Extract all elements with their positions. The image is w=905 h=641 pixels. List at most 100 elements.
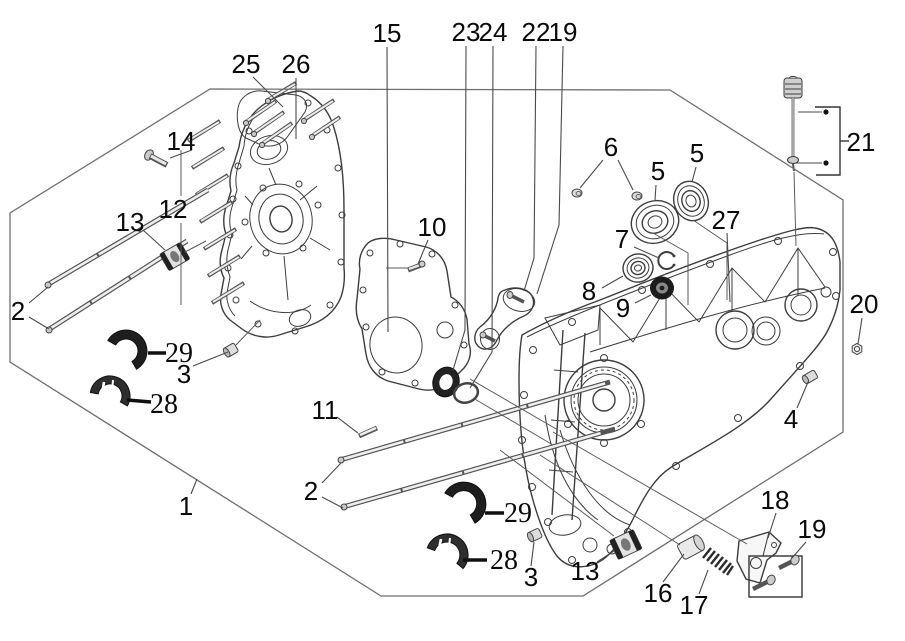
callout-label-6-30: 6 [604,132,618,162]
screw-19-upper [506,291,525,304]
callout-label-14-7: 14 [167,126,196,156]
bracket-22 [474,287,536,350]
dipstick-21 [783,75,803,172]
callout-label-19-6: 19 [549,17,578,47]
dowel-6-right [631,191,643,201]
oil-seal-23 [432,366,460,398]
context-line [184,240,207,253]
context-line [499,449,615,537]
callout-label-2-16: 2 [304,476,318,506]
bushing-13-left [159,242,190,271]
leader-line-13 [142,229,166,251]
right-case-bolt-holes [518,237,840,564]
leader-line-2 [28,286,49,304]
callout-label-13-9: 13 [116,207,145,237]
leader-line-13 [596,550,615,563]
leader-line-2 [321,496,344,509]
callout-label-21-28: 21 [847,127,876,157]
bearing-5-left [630,199,680,245]
leader-line-19 [791,541,807,559]
right-crankcase-half [518,226,841,568]
leader-line-1 [190,478,198,495]
leader-line-8 [601,275,624,289]
leader-line-7 [633,246,660,259]
context-line [552,431,748,545]
leader-line-25 [252,76,284,108]
leader-line-19 [536,45,564,295]
callout-label-11-15: 11 [312,395,339,425]
callout-label-7-33: 7 [615,224,629,254]
leader-line-27 [726,232,731,303]
leader-line-22 [523,45,537,292]
context-line [652,232,689,305]
stud-11 [357,425,379,439]
plug-4 [801,369,818,385]
dowel-6-left [571,188,583,198]
callout-label-25-0: 25 [232,49,261,79]
callout-label-29-11: 29 [165,338,193,369]
callout-label-1-17: 1 [179,491,193,521]
callout-label-2-10: 2 [11,296,25,326]
leader-line-6 [617,159,634,191]
leader-line-17 [698,569,709,595]
callout-label-19-25: 19 [798,514,827,544]
callout-label-26-1: 26 [282,49,311,79]
left-case-bolt-holes [224,99,346,335]
bolt-19-b [751,574,776,592]
bushing-13-bottom [609,529,643,560]
leader-line-6 [579,159,604,189]
spring-17 [702,547,734,576]
callout-label-17-23: 17 [680,590,709,620]
callout-label-5-32: 5 [690,138,704,168]
callout-label-28-12: 28 [150,389,178,420]
leader-line-15 [386,46,389,333]
snap-ring-7 [657,251,676,270]
context-line [235,319,261,346]
bearing-shell-29-bottom [444,481,487,524]
leader-line-5 [691,166,697,183]
callout-label-4-27: 4 [784,404,798,434]
nut-20 [851,342,863,356]
callout-label-23-3: 23 [452,17,481,47]
stud-set-12 [186,119,246,305]
bearing-8 [622,253,654,283]
leader-line-14 [169,149,193,159]
callout-label-18-24: 18 [761,485,790,515]
leader-line-9 [634,294,652,304]
callout-label-9-35: 9 [616,293,630,323]
oil-seal-9 [650,276,674,300]
crank-bore [563,354,645,447]
engine-mount-arm [544,304,601,536]
callout-label-5-31: 5 [651,156,665,186]
context-line [472,397,554,446]
callout-label-10-14: 10 [418,212,447,242]
bearing-shell-28-left [89,375,131,408]
o-ring-24 [452,382,480,404]
left-crankcase-half [219,90,346,338]
leader-line-2 [28,316,50,330]
callout-label-3-20: 3 [524,562,538,592]
cap-3-bottom [526,528,543,543]
leader-line-4 [796,381,809,409]
leader-line-3 [192,351,229,367]
callout-label-28-19: 28 [490,545,518,576]
diagram-border [9,88,844,597]
leader-line-11 [336,416,359,434]
screw-10 [407,260,426,273]
gasket-15 [355,237,472,391]
callout-label-8-34: 8 [582,276,596,306]
leader-dash-28 [126,398,152,404]
leader-line-5 [654,184,657,201]
callout-label-13-21: 13 [571,556,600,586]
dipstick-ref-bracket [796,106,849,176]
bearing-shell-29-left [107,329,148,370]
callout-label-20-26: 20 [850,289,879,319]
gasket-holes [359,240,468,387]
leader-line-16 [662,553,685,583]
leader-line-23 [452,45,467,371]
callout-label-27-29: 27 [712,205,741,235]
callout-label-22-5: 22 [522,17,551,47]
